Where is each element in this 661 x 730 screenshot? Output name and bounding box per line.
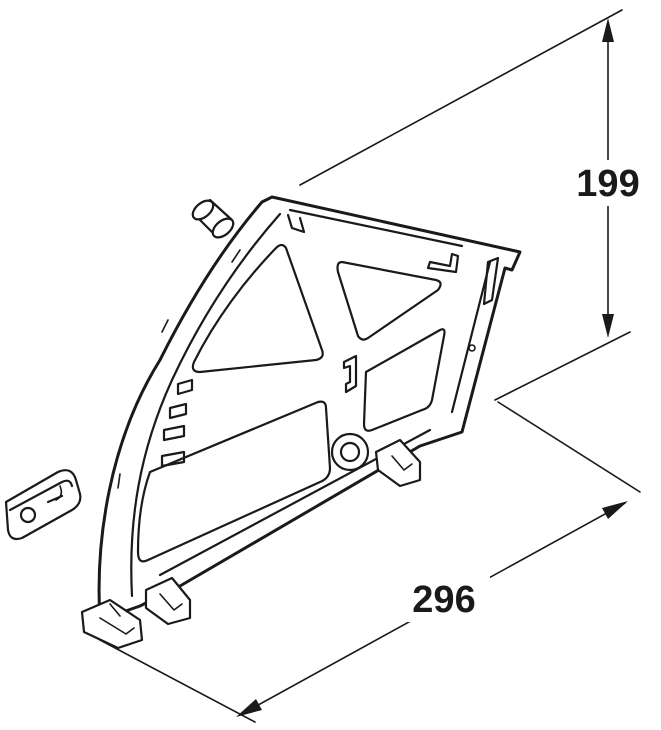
connector-clip [4,469,82,541]
cylinder-top [191,199,215,221]
height-extension-line-top [299,9,623,186]
rim-slot-3 [117,473,121,489]
arrowhead-left-icon [236,699,262,717]
bracket-body [97,195,522,622]
clip-top-right [426,252,460,274]
width-label: 296 [412,579,475,621]
foot-middle-slot [159,593,183,611]
rim-tab-2 [168,402,188,420]
foot-left-detail [109,603,121,617]
foot-right-slot [391,455,413,471]
window-upper-left [191,243,324,374]
rim-tab-3 [162,424,186,442]
bracket-rim-inner [130,212,282,598]
clip-top-edge [8,479,74,512]
width-dimension: 296 [99,401,641,723]
foot-middle [144,576,192,626]
rim-slot-2 [161,319,169,333]
slot-right [482,256,500,306]
clip-notch [55,485,63,501]
hub-inner [339,441,361,463]
window-upper-right [336,260,442,341]
arrowhead-bottom-icon [602,314,614,338]
notch-top-left [286,213,306,234]
rim-slot-1 [231,249,241,263]
right-rail-inner [450,260,492,414]
width-extension-line-right [497,401,641,493]
bracket-feet [80,438,422,650]
small-hole [468,344,476,352]
top-rail-inner [288,208,464,248]
foot-left [80,598,144,650]
height-label: 199 [576,163,639,205]
rim-tab-1 [176,378,194,396]
height-extension-line-bottom [494,331,631,401]
center-clip [342,354,358,394]
width-extension-line-left [99,639,256,723]
cylinder-bottom [211,217,235,239]
arrowhead-top-icon [602,18,614,42]
window-middle-right [362,328,446,432]
window-lower [136,400,332,563]
rim-tab-4 [160,450,186,468]
height-dimension: 199 [299,9,648,401]
clip-hole-left [19,506,37,524]
arrowhead-right-icon [602,501,628,519]
height-label-bg [568,160,648,206]
hub-outer [330,432,370,472]
width-label-bg [398,572,490,622]
foot-left-slot [99,617,135,635]
cylinder-spacer [191,198,235,239]
